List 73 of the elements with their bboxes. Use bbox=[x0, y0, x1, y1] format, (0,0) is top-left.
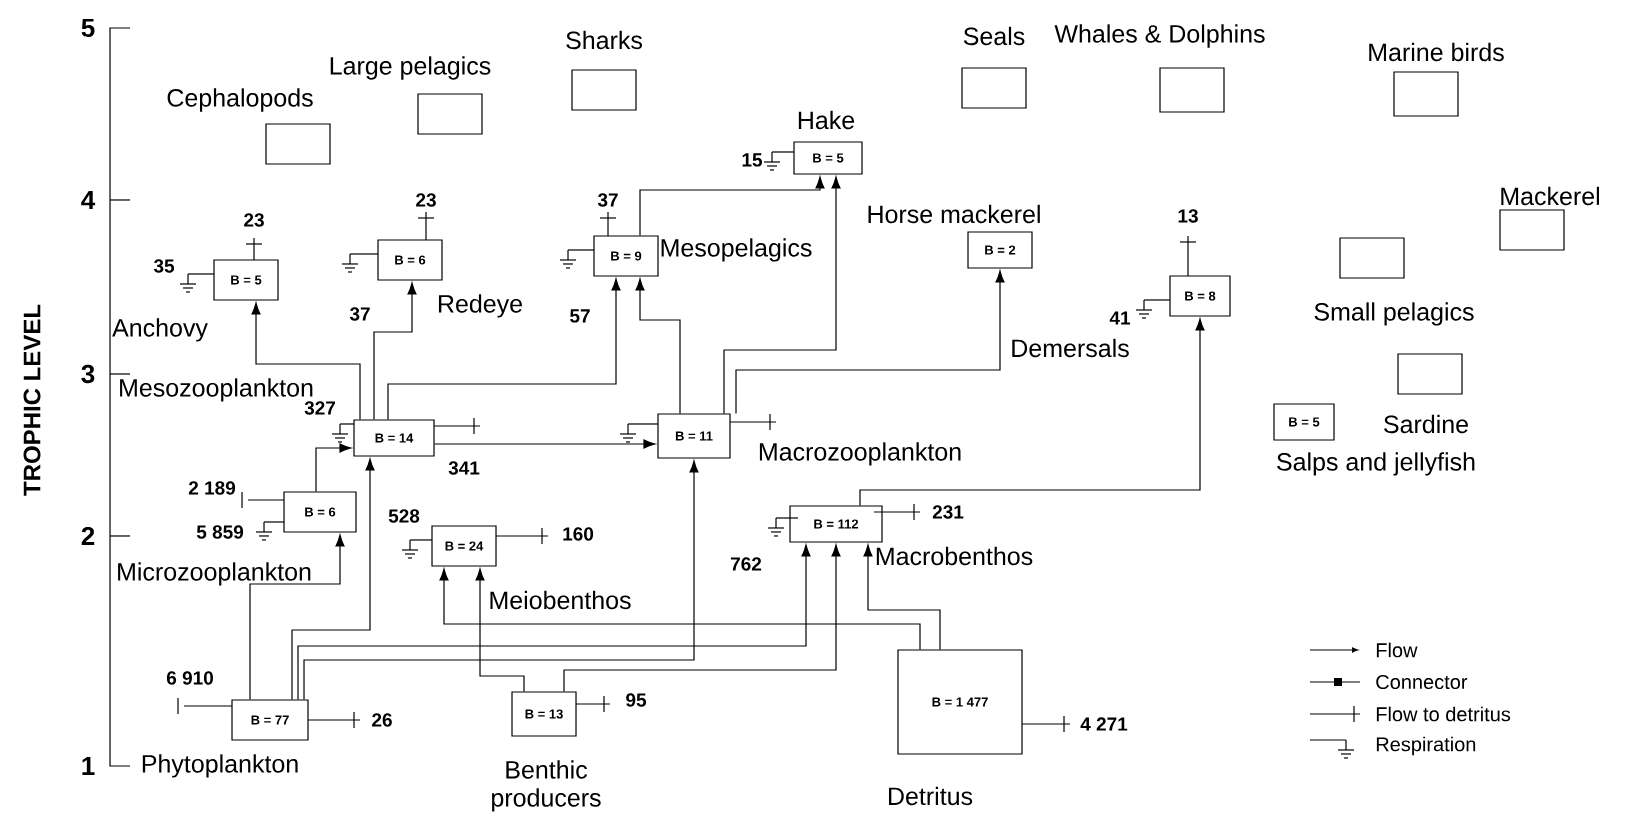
flow-value: 37 bbox=[597, 193, 618, 207]
group-name: Hake bbox=[798, 110, 855, 130]
group-name: Detritus bbox=[889, 786, 973, 806]
axis-tick-label: 1 bbox=[82, 757, 95, 775]
flow-value: 2 189 bbox=[188, 481, 236, 495]
group-name: Salps and jellyfish bbox=[1277, 452, 1475, 476]
group-name: Large pelagics bbox=[330, 56, 491, 80]
group-name: Mackerel bbox=[1501, 186, 1600, 206]
flow-value: 6 910 bbox=[166, 671, 213, 685]
flow-arrow bbox=[859, 318, 1205, 506]
group-name: Seals bbox=[963, 26, 1025, 46]
group-name: Sharks bbox=[566, 30, 642, 50]
flow-arrow bbox=[735, 270, 1005, 414]
flow-arrow bbox=[373, 282, 417, 420]
group-name: Phytoplankton bbox=[142, 754, 298, 778]
flow-arrow bbox=[249, 534, 345, 700]
group-name: Microzooplankton bbox=[118, 562, 311, 586]
group-name: Cephalopods bbox=[167, 88, 313, 112]
flow-value: 15 bbox=[742, 153, 763, 167]
flow-arrow bbox=[475, 568, 525, 692]
flow-arrow bbox=[251, 302, 361, 420]
flow-arrow bbox=[723, 176, 841, 414]
legend-label: Connector bbox=[1376, 674, 1468, 690]
group-name: Marine birds bbox=[1369, 42, 1504, 62]
flow-value: 4 271 bbox=[1080, 717, 1128, 731]
flow-arrow bbox=[439, 568, 921, 650]
axis-title: TROPHIC LEVEL bbox=[23, 304, 41, 496]
axis-tick-label: 5 bbox=[81, 18, 95, 38]
flow-arrow bbox=[863, 544, 941, 650]
flow-value: 23 bbox=[416, 193, 436, 207]
axis-tick-label: 4 bbox=[81, 191, 96, 209]
flow-value: 41 bbox=[1109, 311, 1131, 325]
flow-value: 57 bbox=[570, 309, 590, 323]
flow-value: 26 bbox=[372, 713, 392, 727]
flow-value: 231 bbox=[932, 505, 964, 519]
flow-arrow bbox=[297, 544, 811, 700]
legend-label: Flow bbox=[1376, 642, 1418, 658]
flow-value: 37 bbox=[349, 307, 370, 321]
group-name: Benthic producers bbox=[492, 760, 601, 812]
flow-value: 23 bbox=[244, 213, 264, 227]
group-name: Mesozooplankton bbox=[120, 378, 313, 402]
group-name: Sardine bbox=[1384, 414, 1468, 434]
flow-value: 341 bbox=[448, 461, 480, 475]
flow-value: 160 bbox=[563, 527, 594, 541]
axis-tick-label: 2 bbox=[81, 526, 95, 546]
group-name: Horse mackerel bbox=[868, 204, 1040, 224]
group-name: Demersals bbox=[1012, 338, 1129, 358]
flow-arrow bbox=[291, 458, 375, 700]
group-name: Redeye bbox=[438, 294, 522, 318]
flow-value: 327 bbox=[304, 401, 335, 415]
flow-arrow bbox=[635, 278, 681, 414]
group-name: Small pelagics bbox=[1314, 302, 1474, 326]
axis-tick-label: 3 bbox=[81, 364, 95, 384]
flow-arrow bbox=[639, 176, 825, 236]
flow-value: 35 bbox=[153, 259, 175, 273]
group-name: Macrobenthos bbox=[876, 546, 1033, 566]
flow-arrow bbox=[434, 439, 656, 449]
group-name: Macrozooplankton bbox=[759, 442, 961, 466]
flow-value: 762 bbox=[731, 557, 762, 571]
group-name: Whales & Dolphins bbox=[1054, 24, 1265, 48]
legend-label: Flow to detritus bbox=[1376, 706, 1511, 722]
flow-arrow bbox=[387, 278, 621, 420]
group-name: Meiobenthos bbox=[490, 590, 631, 610]
flow-arrow bbox=[563, 544, 841, 692]
flow-value: 528 bbox=[388, 509, 420, 523]
legend-label: Respiration bbox=[1376, 736, 1476, 756]
flow-value: 95 bbox=[626, 693, 647, 707]
flow-value: 5 859 bbox=[196, 525, 244, 539]
flow-value: 13 bbox=[1178, 209, 1198, 223]
flow-arrow bbox=[303, 460, 699, 700]
group-name: Anchovy bbox=[112, 318, 208, 342]
flow-arrow bbox=[315, 443, 352, 492]
group-name: Mesopelagics bbox=[661, 238, 812, 262]
